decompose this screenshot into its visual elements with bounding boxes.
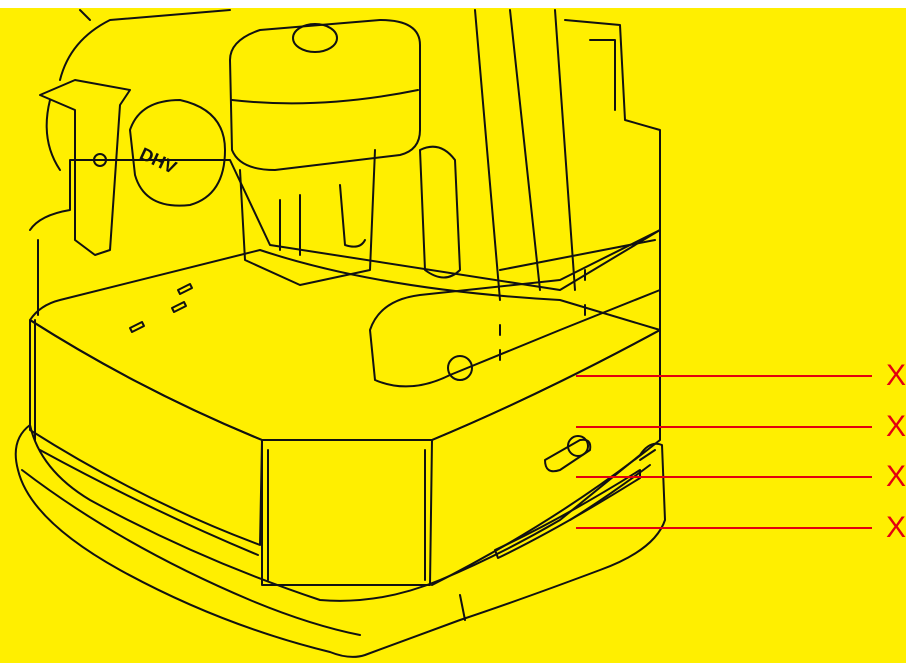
- base-plate-rim: [459, 449, 656, 621]
- base-plate-inner-edge: [21, 469, 361, 636]
- callout-label-3: X: [885, 460, 906, 493]
- handle-post: [474, 9, 576, 301]
- top-deck: [29, 249, 661, 441]
- handle-bracket: [369, 229, 661, 388]
- flywheel: [419, 145, 461, 279]
- engine-block: [239, 149, 376, 286]
- engine-housing-left: [45, 9, 231, 171]
- engine-tank-seam: [231, 89, 419, 105]
- callout-label-1: X: [885, 359, 906, 392]
- fuel-cap: [292, 23, 338, 53]
- base-plate: [14, 424, 666, 658]
- skirt-slot-2: [569, 464, 651, 521]
- upper-frame: [29, 159, 661, 331]
- engine-tank: [229, 19, 421, 171]
- engine-detail: [279, 184, 366, 256]
- front-skirt-center-bevel: [267, 449, 426, 581]
- yellow-background: [0, 8, 906, 663]
- callout-label-4: X: [885, 511, 906, 544]
- knob-cap: [567, 435, 589, 457]
- callout-label-2: X: [885, 410, 906, 443]
- front-skirt-lip: [34, 319, 259, 556]
- recoil-starter: [129, 99, 226, 207]
- handle-bolts: [499, 269, 586, 361]
- lift-bracket: [39, 79, 131, 256]
- right-guard: [564, 19, 661, 231]
- lift-bracket-hole: [93, 153, 107, 167]
- knob: [544, 438, 592, 473]
- top-deck-slots: [129, 283, 193, 333]
- handle-pivot: [447, 355, 473, 381]
